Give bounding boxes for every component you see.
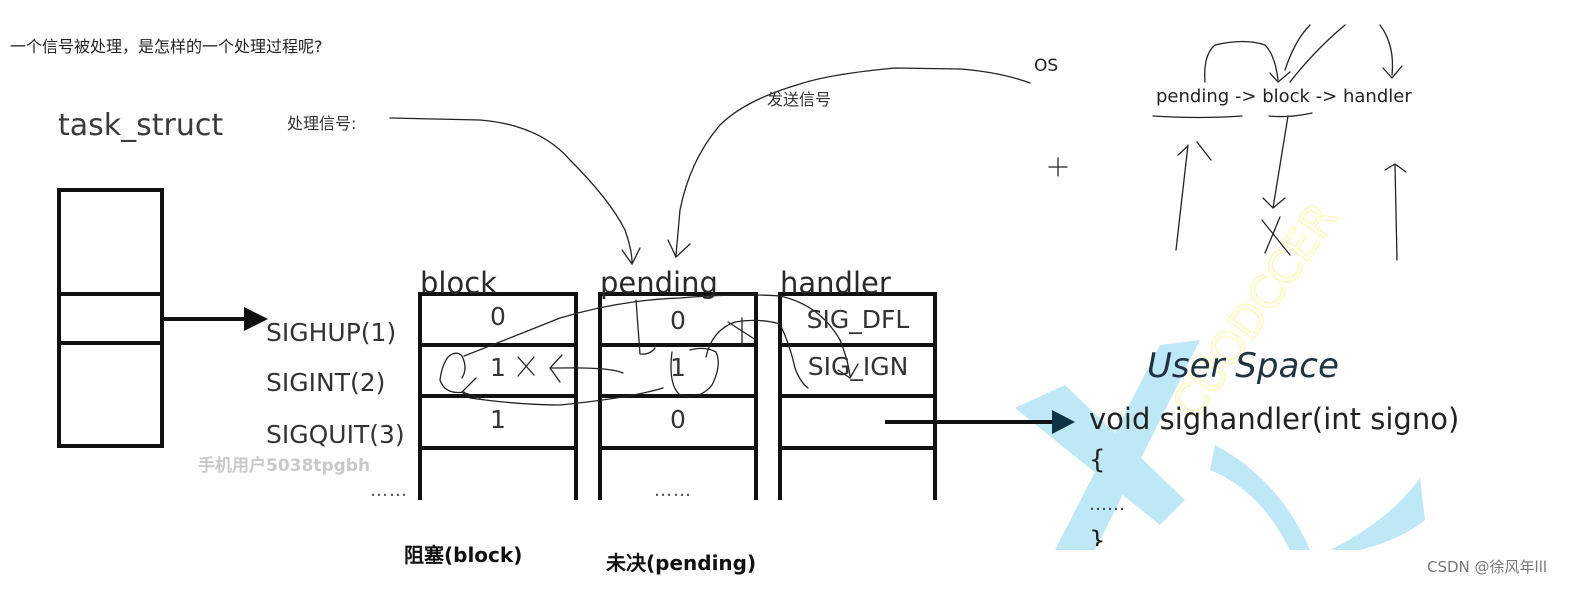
pending-to-block-arrow — [549, 299, 656, 374]
block-caption: 阻塞(block) — [404, 543, 523, 567]
incoming-stroke-2 — [1289, 24, 1346, 83]
handle-signal-label: 处理信号: — [287, 114, 357, 133]
watermark-stroke — [1330, 478, 1425, 550]
handler-to-userspace-arrow — [885, 410, 1075, 434]
handle-signal-arrowhead — [621, 247, 641, 266]
send-signal-label: 发送信号 — [767, 90, 832, 109]
block-table-grid — [418, 292, 578, 500]
code-line-ellipsis: …… — [1089, 494, 1125, 515]
column-header-block: block — [420, 266, 497, 300]
flow-arrowhead-1 — [1269, 71, 1291, 83]
handler-table-grid — [778, 292, 937, 500]
block-loop — [439, 294, 851, 394]
csdn-watermark: CSDN @徐风年lll — [1427, 558, 1548, 576]
incoming-stroke-1 — [1284, 24, 1311, 71]
os-send-curve — [675, 67, 1031, 256]
block-arrowhead-left — [549, 354, 563, 383]
column-header-handler: handler — [780, 266, 891, 300]
pending-caption: 未决(pending) — [606, 551, 757, 575]
column-header-pending: pending — [600, 266, 718, 300]
code-line-close-brace: } — [1089, 526, 1106, 546]
pending-cross-mark — [727, 317, 757, 346]
block-underline — [1268, 112, 1313, 118]
pending-to-block-curve — [1204, 40, 1279, 83]
block-cell-sigint: 1 — [490, 353, 506, 382]
handler-cell-sigint: SIG_IGN — [807, 352, 909, 381]
signal-label-sigint: SIGINT(2) — [266, 368, 386, 397]
down-arrow-block — [1262, 115, 1289, 209]
pending-to-handler-loop — [705, 319, 809, 389]
handler-arrow-curve — [1379, 24, 1394, 76]
user-watermark: 手机用户5038tpgbh — [198, 456, 371, 476]
task-to-signal-arrow — [162, 307, 268, 331]
user-space-title: User Space — [1147, 346, 1339, 386]
pending-circle — [461, 347, 719, 406]
watermark-stroke — [1055, 340, 1200, 550]
pending-cell-sighup: 0 — [670, 306, 686, 335]
signals-ellipsis: …… — [370, 480, 408, 501]
block-cell-sighup: 0 — [490, 302, 506, 331]
task-struct-title: task_struct — [58, 108, 224, 143]
signal-label-sigquit: SIGQUIT(3) — [266, 420, 405, 449]
pending-cell-sigquit: 0 — [670, 405, 686, 434]
pending-cell-sigint: 1 — [670, 353, 686, 382]
pending-underline — [1152, 115, 1243, 119]
handle-signal-curve — [389, 117, 633, 263]
handler-arrowhead — [1382, 65, 1403, 79]
os-send-arrowhead — [667, 239, 691, 259]
question-heading: 一个信号被处理，是怎样的一个处理过程呢? — [10, 37, 323, 56]
code-line-signature: void sighandler(int signo) — [1089, 402, 1460, 436]
handler-arrowhead — [837, 363, 859, 379]
up-arrow-handler — [1384, 163, 1407, 261]
handler-cell-sighup: SIG_DFL — [806, 305, 910, 334]
crosshair-cursor — [1048, 157, 1068, 177]
block-x-mark — [517, 356, 535, 377]
blocked-x-mark — [1261, 216, 1291, 256]
flow-sequence: pending -> block -> handler — [1156, 86, 1412, 107]
block-cell-sigquit: 1 — [490, 405, 506, 434]
pending-ellipsis: …… — [654, 480, 692, 501]
watermark-stroke — [1210, 445, 1310, 550]
signal-label-sighup: SIGHUP(1) — [266, 318, 397, 347]
up-arrow-pending — [1175, 141, 1212, 251]
os-label: OS — [1034, 56, 1059, 76]
code-line-open-brace: { — [1089, 445, 1106, 475]
block-return-arrowhead — [460, 377, 481, 399]
